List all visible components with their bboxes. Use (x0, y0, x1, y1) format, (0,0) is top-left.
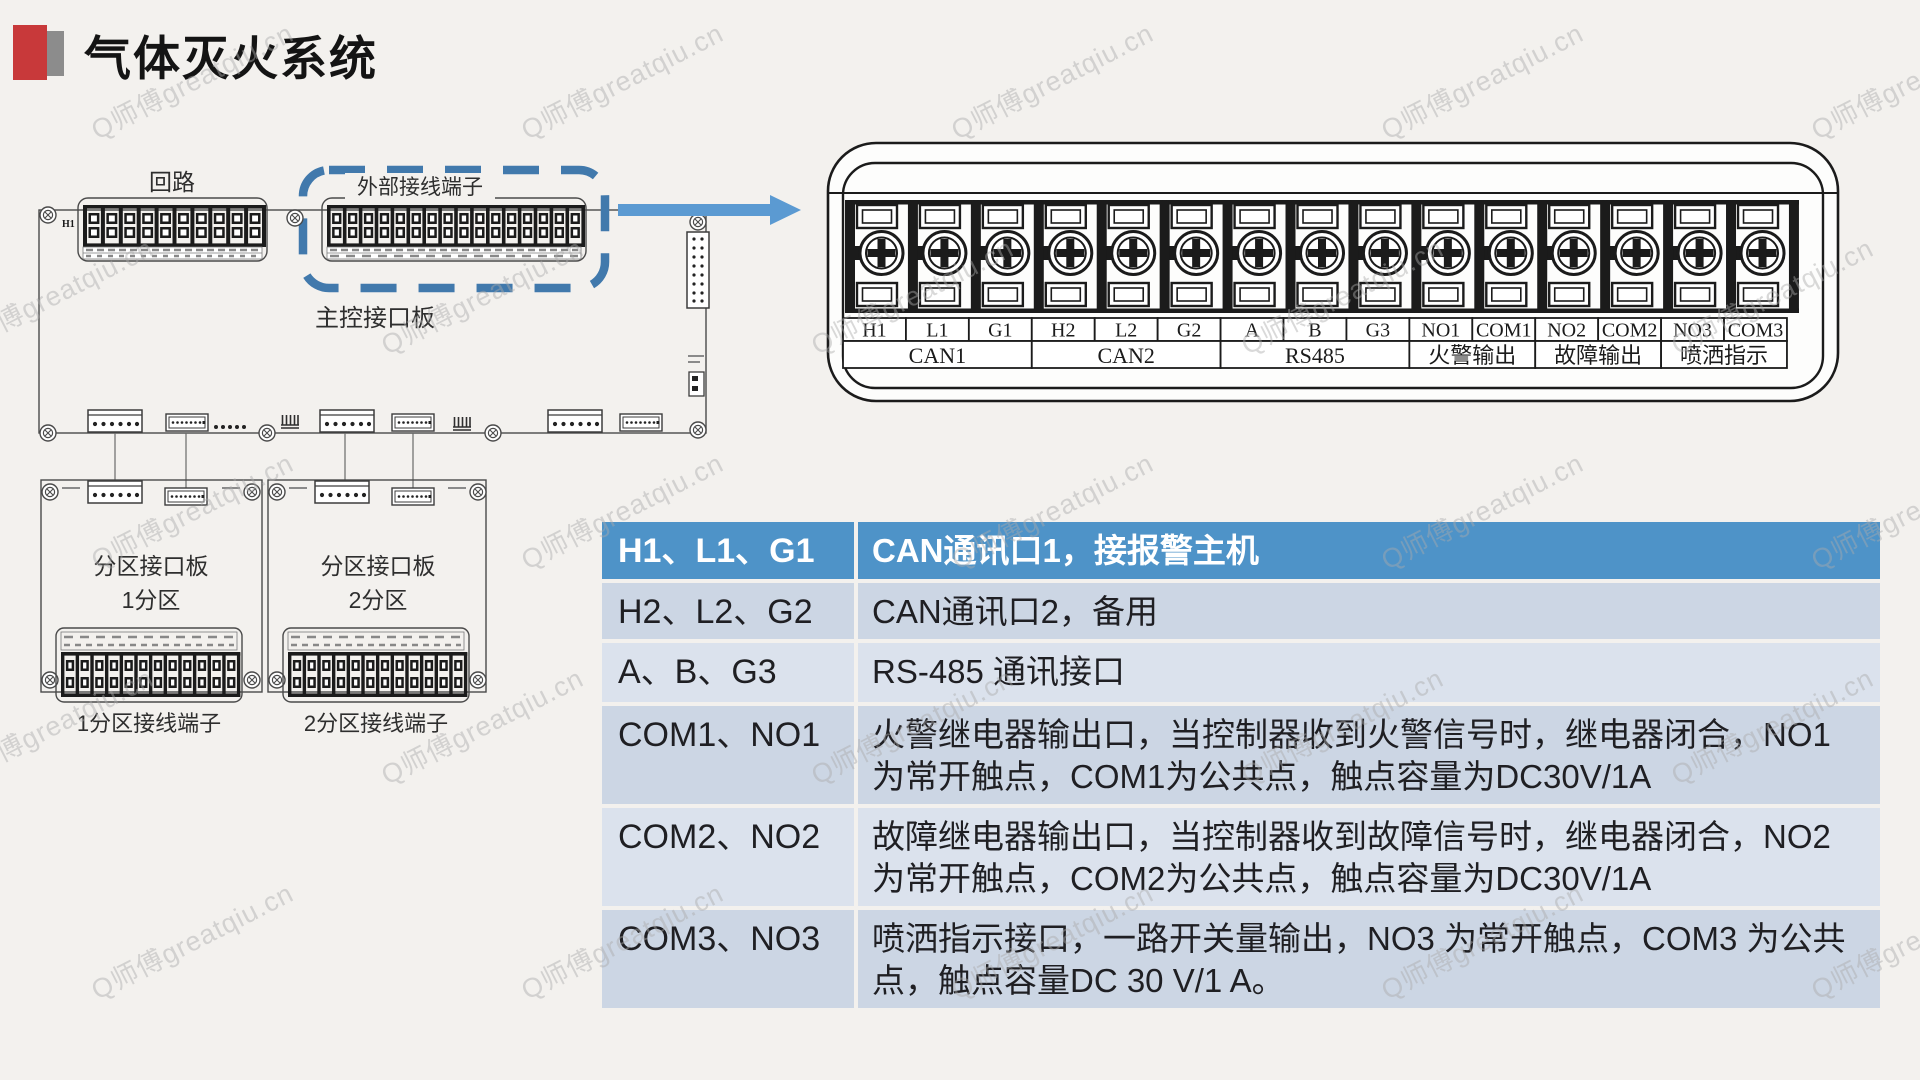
board-h1-label: H1 (62, 219, 75, 230)
screw-terminal (1229, 203, 1283, 308)
table-column-divider (854, 522, 858, 579)
main-board: 回路 外部接线端子 H1 主控接口板 (38, 165, 710, 442)
terminal-name-label: L1 (926, 320, 948, 342)
title-accent-red-bar (13, 25, 47, 80)
terminal-group-label: CAN2 (1097, 343, 1154, 368)
screw-terminal (914, 203, 968, 308)
screw-terminal (1417, 203, 1471, 308)
terminal-group-label: RS485 (1285, 343, 1345, 368)
table-row: COM2、NO2 故障继电器输出口，当控制器收到故障信号时，继电器闭合，NO2为常… (602, 808, 1880, 906)
title-accent-gray-bar (47, 31, 64, 76)
zone1-board-label: 分区接口板 (94, 553, 209, 579)
table-terminal-cell: A、B、G3 (618, 653, 777, 691)
table-terminal-cell: H2、L2、G2 (618, 593, 813, 631)
terminal-name-label: NO3 (1673, 320, 1712, 342)
table-row: COM3、NO3 喷洒指示接口，一路开关量输出，NO3 为常开触点，COM3 为公… (602, 910, 1880, 1008)
screw-terminal (1606, 203, 1660, 308)
zone1-terminal-label: 1分区接线端子 (77, 711, 221, 736)
terminal-block-detail: H1 L1 G1 H2 L2 G2 A B G3 NO1 COM1 NO2 COM2 NO3 COM3CAN… (826, 141, 1840, 403)
zone2-zone-label: 2分区 (349, 587, 408, 613)
table-description-cell: 火警继电器输出口，当控制器收到火警信号时，继电器闭合，NO1为常开触点，COM1… (872, 716, 1831, 795)
table-row: COM1、NO1 火警继电器输出口，当控制器收到火警信号时，继电器闭合，NO1为常… (602, 706, 1880, 804)
terminal-group-label: 火警输出 (1428, 343, 1516, 368)
table-row: A、B、G3 RS-485 通讯接口 (602, 643, 1880, 702)
external-terminal-label: 外部接线端子 (357, 176, 483, 199)
external-terminal-highlight-box (298, 165, 610, 293)
terminal-name-label: B (1308, 320, 1321, 342)
screw-terminal (1166, 203, 1220, 308)
table-column-divider (854, 910, 858, 1008)
table-column-divider (854, 643, 858, 702)
screw-terminal (1480, 203, 1534, 308)
page-title: 气体灭火系统 (84, 32, 378, 85)
table-description-cell: 喷洒指示接口，一路开关量输出，NO3 为常开触点，COM3 为公共点，触点容量D… (872, 920, 1846, 999)
loop-terminal-strip (77, 197, 268, 262)
terminal-name-label: G1 (988, 320, 1012, 342)
screw-terminal (1732, 203, 1786, 308)
table-row: H2、L2、G2 CAN通讯口2，备用 (602, 583, 1880, 639)
screw-terminal (1040, 203, 1094, 308)
table-header-row: H1、L1、G1 CAN通讯口1，接报警主机 (602, 522, 1880, 579)
table-column-divider (854, 808, 858, 906)
table-description-cell: RS-485 通讯接口 (872, 653, 1126, 690)
screw-terminal (1103, 203, 1157, 308)
zone2-board-label: 分区接口板 (321, 553, 436, 579)
external-terminal-strip (321, 197, 587, 262)
zone-board-1: 分区接口板 1分区 (40, 479, 263, 703)
terminal-name-label: COM1 (1476, 320, 1532, 342)
zone2-terminal-label: 2分区接线端子 (304, 711, 448, 736)
screw-terminal (1543, 203, 1597, 308)
zone-board-2: 分区接口板 2分区 (267, 479, 487, 703)
terminal-name-label: H2 (1051, 320, 1075, 342)
terminal-name-label: COM3 (1728, 320, 1784, 342)
terminal-name-label: NO2 (1547, 320, 1586, 342)
terminal-name-label: COM2 (1602, 320, 1658, 342)
table-terminal-cell: COM2、NO2 (618, 818, 821, 856)
board-edge-connector (686, 231, 710, 397)
table-column-divider (854, 583, 858, 639)
loop-label: 回路 (149, 169, 195, 195)
terminal-name-label: G2 (1177, 320, 1201, 342)
terminal-name-label: L2 (1115, 320, 1137, 342)
terminal-name-label: G3 (1366, 320, 1390, 342)
table-terminal-cell: COM3、NO3 (618, 920, 821, 958)
terminal-group-label: CAN1 (909, 343, 966, 368)
screw-terminal (1292, 203, 1346, 308)
screw-terminal (851, 203, 905, 308)
terminal-name-label: NO1 (1421, 320, 1460, 342)
table-description-cell: 故障继电器输出口，当控制器收到故障信号时，继电器闭合，NO2为常开触点，COM2… (872, 818, 1831, 897)
zoom-arrow (618, 195, 801, 225)
terminal-spec-table: H1、L1、G1 CAN通讯口1，接报警主机 H2、L2、G2 CAN通讯口2，备… (602, 522, 1880, 1012)
terminal-group-label: 故障输出 (1554, 343, 1642, 368)
table-header-description: CAN通讯口1，接报警主机 (872, 532, 1259, 569)
screw-terminal (1669, 203, 1723, 308)
terminal-name-label: A (1245, 320, 1260, 342)
table-description-cell: CAN通讯口2，备用 (872, 593, 1159, 630)
table-terminal-cell: COM1、NO1 (618, 716, 821, 754)
terminal-name-label: H1 (862, 320, 886, 342)
main-board-label: 主控接口板 (315, 305, 435, 332)
screw-terminal (1354, 203, 1408, 308)
table-column-divider (854, 706, 858, 804)
screw-terminal (977, 203, 1031, 308)
table-header-terminal: H1、L1、G1 (618, 532, 815, 570)
zone1-zone-label: 1分区 (122, 587, 181, 613)
terminal-group-label: 喷洒指示 (1680, 343, 1768, 368)
